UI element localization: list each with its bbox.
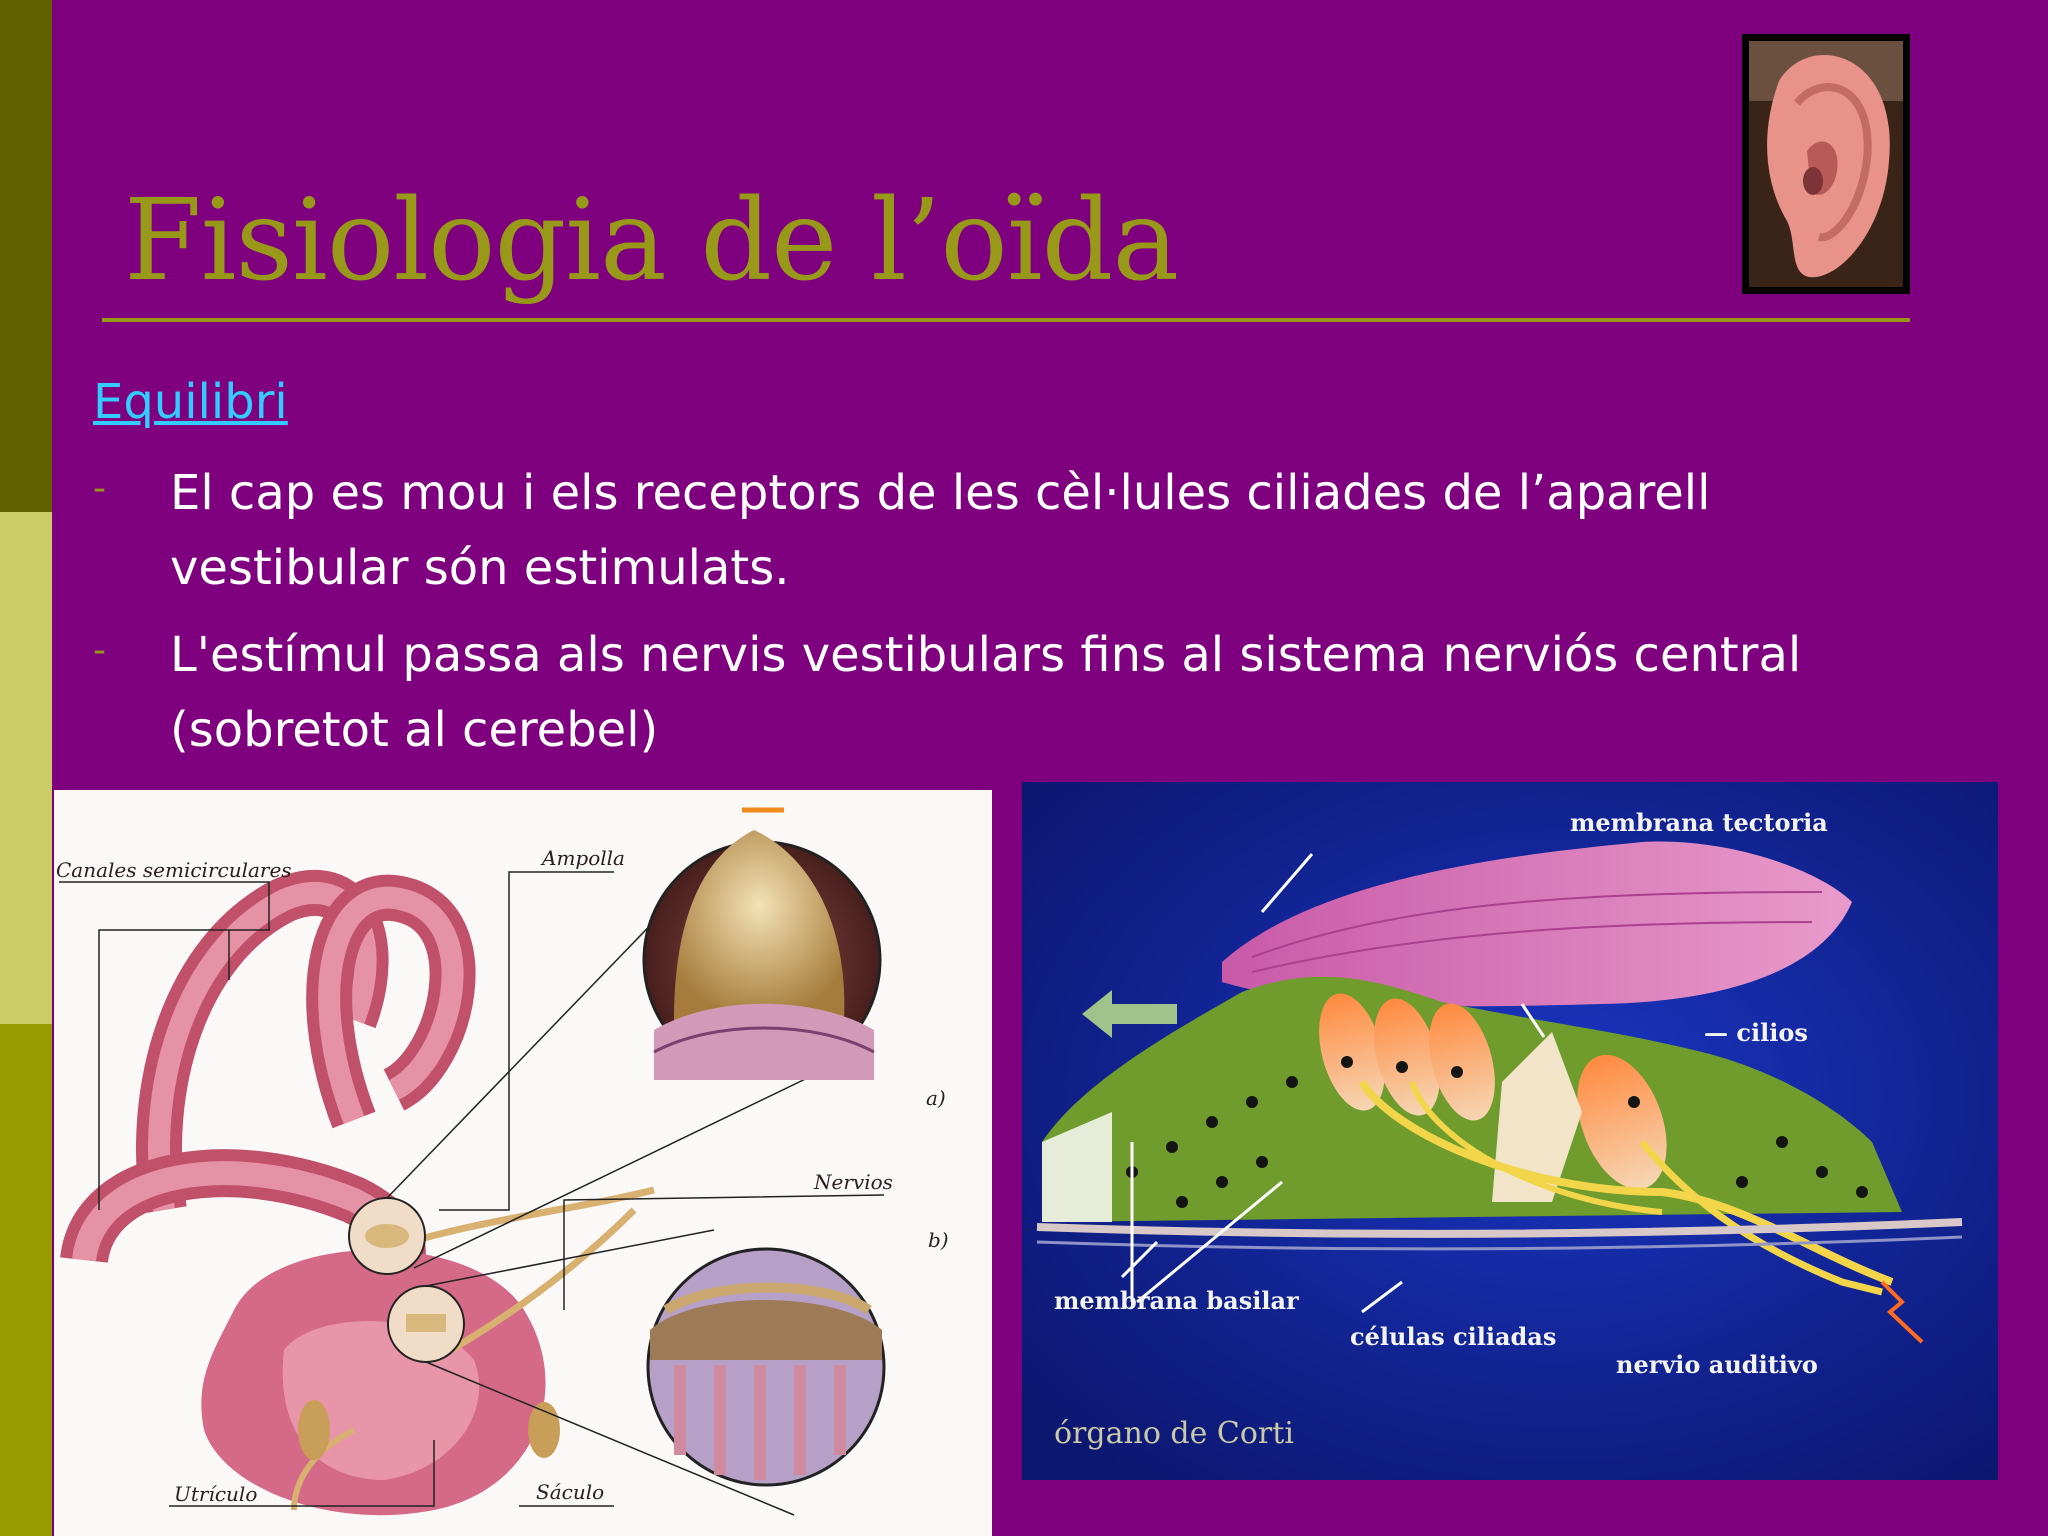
corti-illustration	[1022, 782, 1998, 1480]
vestibular-figure: Canales semicirculares Ampolla a) Nervio…	[54, 790, 992, 1536]
corti-figure: membrana tectoria — cilios membrana basi…	[1022, 782, 1998, 1480]
ear-photo	[1742, 34, 1910, 294]
bullet-text: El cap es mou i els receptors de les cèl…	[170, 465, 1711, 596]
label-nervio-auditivo: nervio auditivo	[1616, 1350, 1818, 1379]
label-utriculo: Utrículo	[174, 1482, 258, 1506]
label-celulas-ciliadas: células ciliadas	[1350, 1322, 1557, 1351]
label-cilios: — cilios	[1704, 1018, 1808, 1047]
side-stripe-middle	[0, 512, 52, 1024]
slide-title: Fisiologia de l’oïda	[124, 176, 1179, 306]
side-stripe-bottom	[0, 1024, 52, 1536]
caption-organo-de-corti: órgano de Corti	[1054, 1416, 1294, 1451]
bullet-text: L'estímul passa als nervis vestibulars f…	[170, 627, 1802, 758]
label-a: a)	[926, 1086, 946, 1110]
label-nervios: Nervios	[814, 1170, 893, 1194]
title-underline	[102, 318, 1910, 322]
label-canales: Canales semicirculares	[56, 858, 292, 882]
label-saculo: Sáculo	[536, 1480, 605, 1504]
ear-icon	[1749, 41, 1903, 287]
equilibri-link[interactable]: Equilibri	[93, 374, 288, 430]
bullet-marker: -	[93, 468, 106, 509]
label-b: b)	[928, 1228, 949, 1252]
vestibular-illustration	[59, 807, 886, 1516]
label-membrana-tectoria: membrana tectoria	[1570, 808, 1828, 837]
bullet-marker: -	[93, 630, 106, 671]
side-stripe-top	[0, 0, 52, 512]
label-ampolla: Ampolla	[542, 846, 625, 870]
label-membrana-basilar: membrana basilar	[1054, 1286, 1299, 1315]
